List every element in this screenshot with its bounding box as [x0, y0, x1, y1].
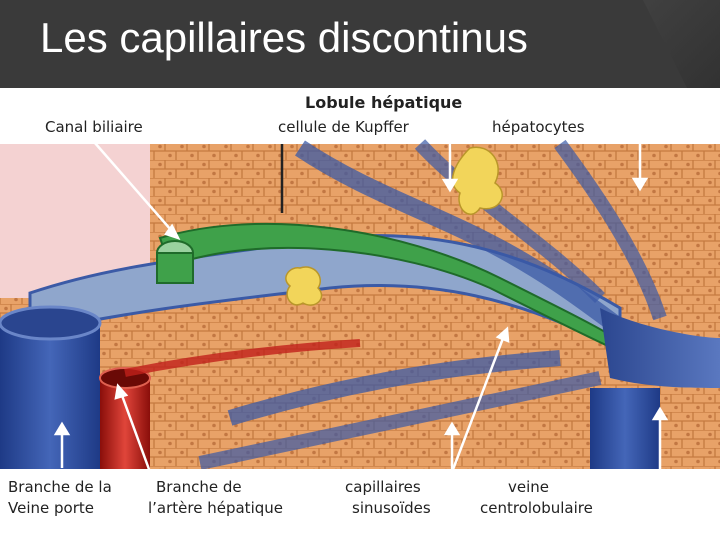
liver-lobule-diagram: Lobule hépatique Canal biliaire cellule …	[0, 88, 720, 540]
label-artere-line2: l’artère hépatique	[148, 499, 283, 517]
hepatic-artery	[100, 378, 150, 469]
label-hepatocytes: hépatocytes	[492, 118, 585, 136]
portal-vein	[0, 323, 100, 469]
label-veine-line2: centrolobulaire	[480, 499, 593, 517]
slide-header: Les capillaires discontinus	[0, 0, 720, 88]
diagram-illustration	[0, 88, 720, 540]
label-veine-porte-line2: Veine porte	[8, 499, 94, 517]
central-vein	[600, 308, 720, 388]
lobule-heading: Lobule hépatique	[305, 93, 463, 112]
label-veine-porte-line1: Branche de la	[8, 478, 112, 496]
label-artere-line1: Branche de	[156, 478, 242, 496]
label-capillaires-line2: sinusoïdes	[352, 499, 431, 517]
label-kupffer: cellule de Kupffer	[278, 118, 409, 136]
label-capillaires-line1: capillaires	[345, 478, 421, 496]
label-canal-biliaire: Canal biliaire	[45, 118, 143, 136]
slide-title: Les capillaires discontinus	[40, 14, 528, 61]
label-veine-line1: veine	[508, 478, 550, 496]
header-decoration	[643, 0, 720, 88]
